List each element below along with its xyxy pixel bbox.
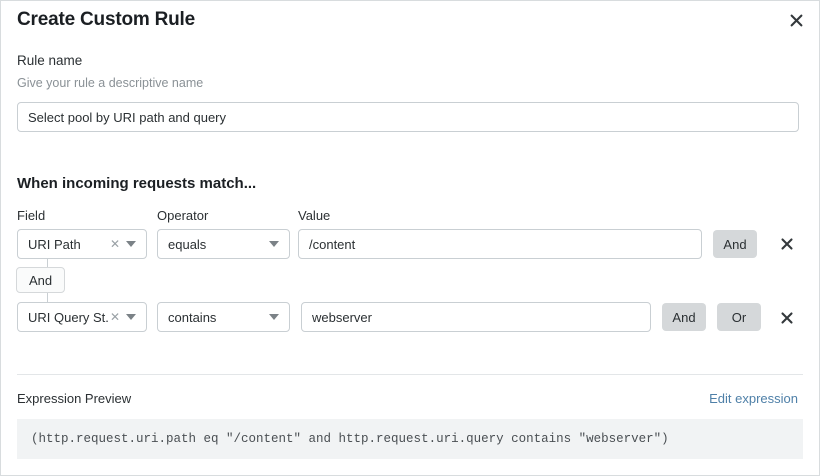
chevron-down-icon	[269, 314, 279, 320]
delete-row-2-button[interactable]	[776, 307, 798, 329]
and-button-row-1[interactable]: And	[713, 230, 757, 258]
close-icon	[790, 14, 802, 26]
close-icon	[781, 312, 793, 324]
connector-line-top	[47, 259, 48, 271]
rule-name-input[interactable]	[17, 102, 799, 132]
close-icon	[781, 238, 793, 250]
expression-preview-text: (http.request.uri.path eq "/content" and…	[31, 432, 669, 446]
column-header-operator: Operator	[157, 208, 209, 223]
expression-preview-label: Expression Preview	[17, 391, 132, 406]
match-section-heading: When incoming requests match...	[17, 175, 257, 192]
operator-select-row-1-value: equals	[168, 236, 207, 252]
operator-select-row-1[interactable]: equals	[157, 229, 290, 259]
chevron-down-icon	[126, 241, 136, 247]
delete-row-1-button[interactable]	[776, 233, 798, 255]
column-header-field: Field	[17, 208, 46, 223]
close-dialog-button[interactable]	[783, 7, 809, 33]
value-input-row-2[interactable]	[301, 302, 651, 332]
or-button-row-2[interactable]: Or	[717, 303, 761, 331]
chevron-down-icon	[126, 314, 136, 320]
rule-name-helper: Give your rule a descriptive name	[17, 76, 204, 90]
connector-line-bottom	[47, 293, 48, 303]
field-select-row-1-value: URI Path	[28, 236, 81, 252]
field-select-row-2-value: URI Query St...	[28, 309, 108, 325]
chevron-down-icon	[269, 241, 279, 247]
expression-preview-box: (http.request.uri.path eq "/content" and…	[17, 419, 803, 459]
and-button-row-2[interactable]: And	[662, 303, 706, 331]
column-header-value: Value	[298, 208, 331, 223]
rule-name-label: Rule name	[17, 53, 83, 68]
operator-select-row-2-value: contains	[168, 309, 217, 325]
value-input-row-1[interactable]	[298, 229, 702, 259]
section-divider	[17, 374, 803, 375]
field-select-row-1[interactable]: URI Path ✕	[17, 229, 147, 259]
clear-icon[interactable]: ✕	[109, 310, 120, 324]
clear-icon[interactable]: ✕	[109, 237, 120, 251]
field-select-row-2[interactable]: URI Query St... ✕	[17, 302, 147, 332]
edit-expression-link[interactable]: Edit expression	[709, 391, 798, 406]
group-connector-and-badge[interactable]: And	[16, 267, 66, 293]
operator-select-row-2[interactable]: contains	[157, 302, 290, 332]
dialog-title: Create Custom Rule	[17, 9, 195, 30]
